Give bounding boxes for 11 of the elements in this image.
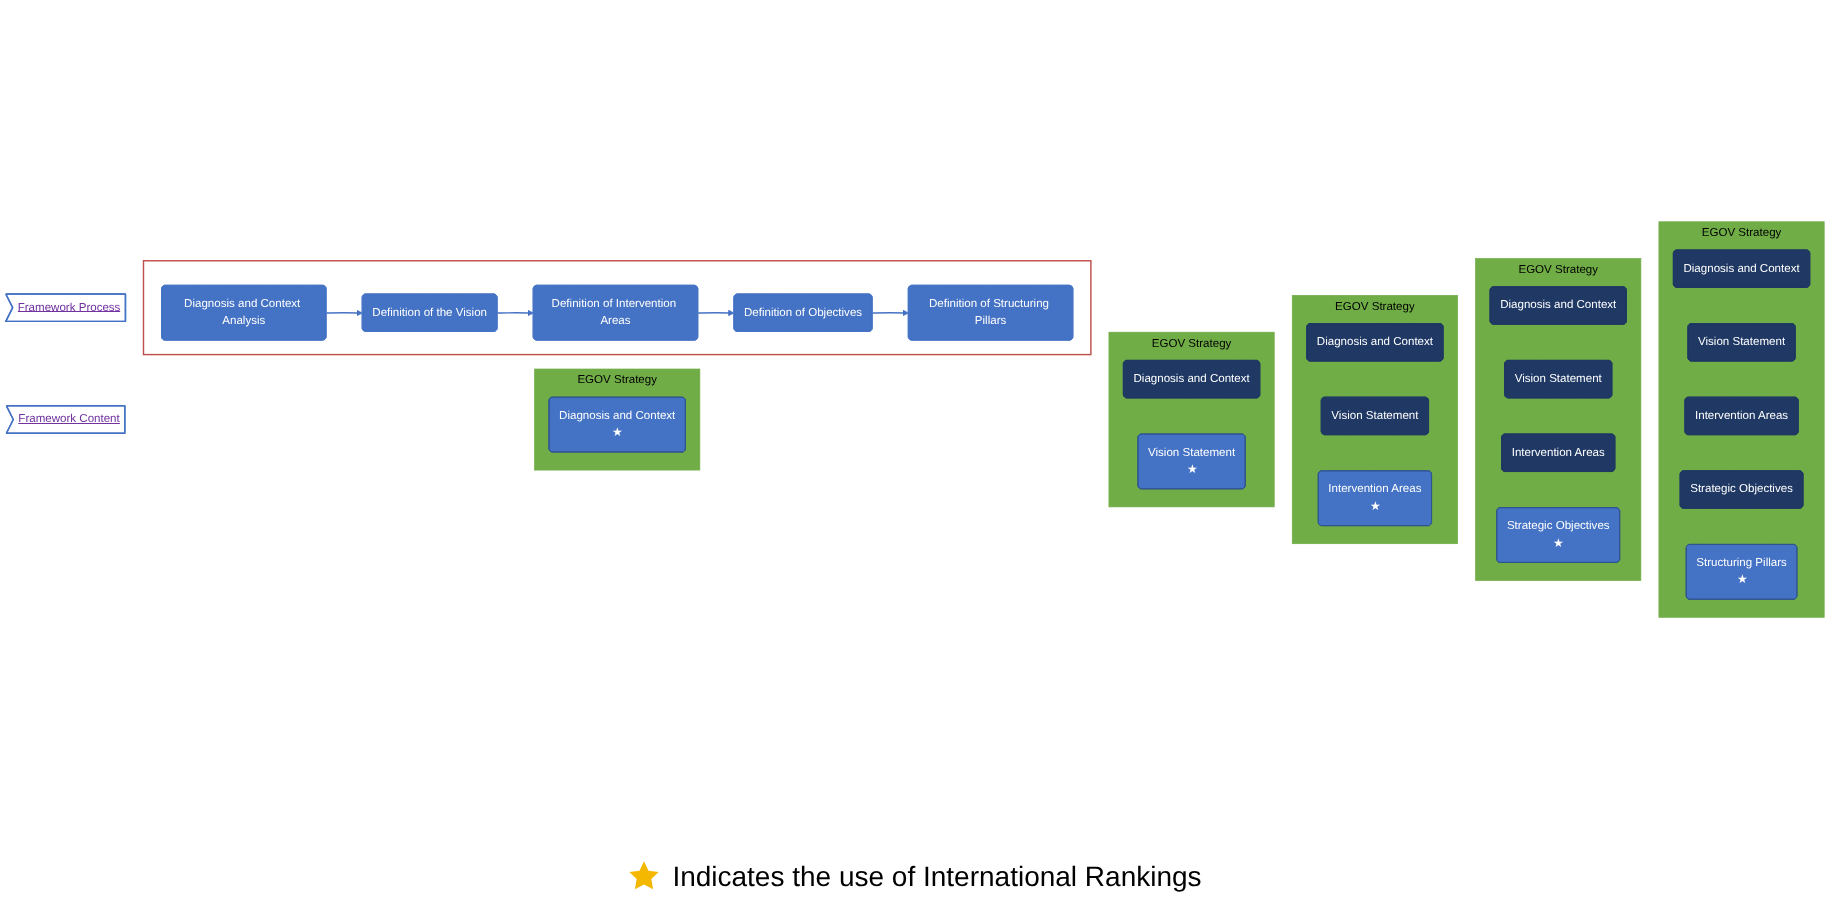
cluster	[1475, 258, 1642, 582]
cluster	[534, 369, 701, 471]
cluster	[1291, 295, 1458, 545]
arrow	[496, 310, 534, 317]
arrow	[871, 310, 909, 317]
cluster	[1108, 332, 1275, 508]
arrow	[325, 310, 363, 317]
arrow	[697, 310, 735, 317]
cluster	[142, 260, 1092, 356]
legend-text: Indicates the use of International Rankings	[672, 859, 1202, 891]
cluster	[1658, 221, 1825, 619]
